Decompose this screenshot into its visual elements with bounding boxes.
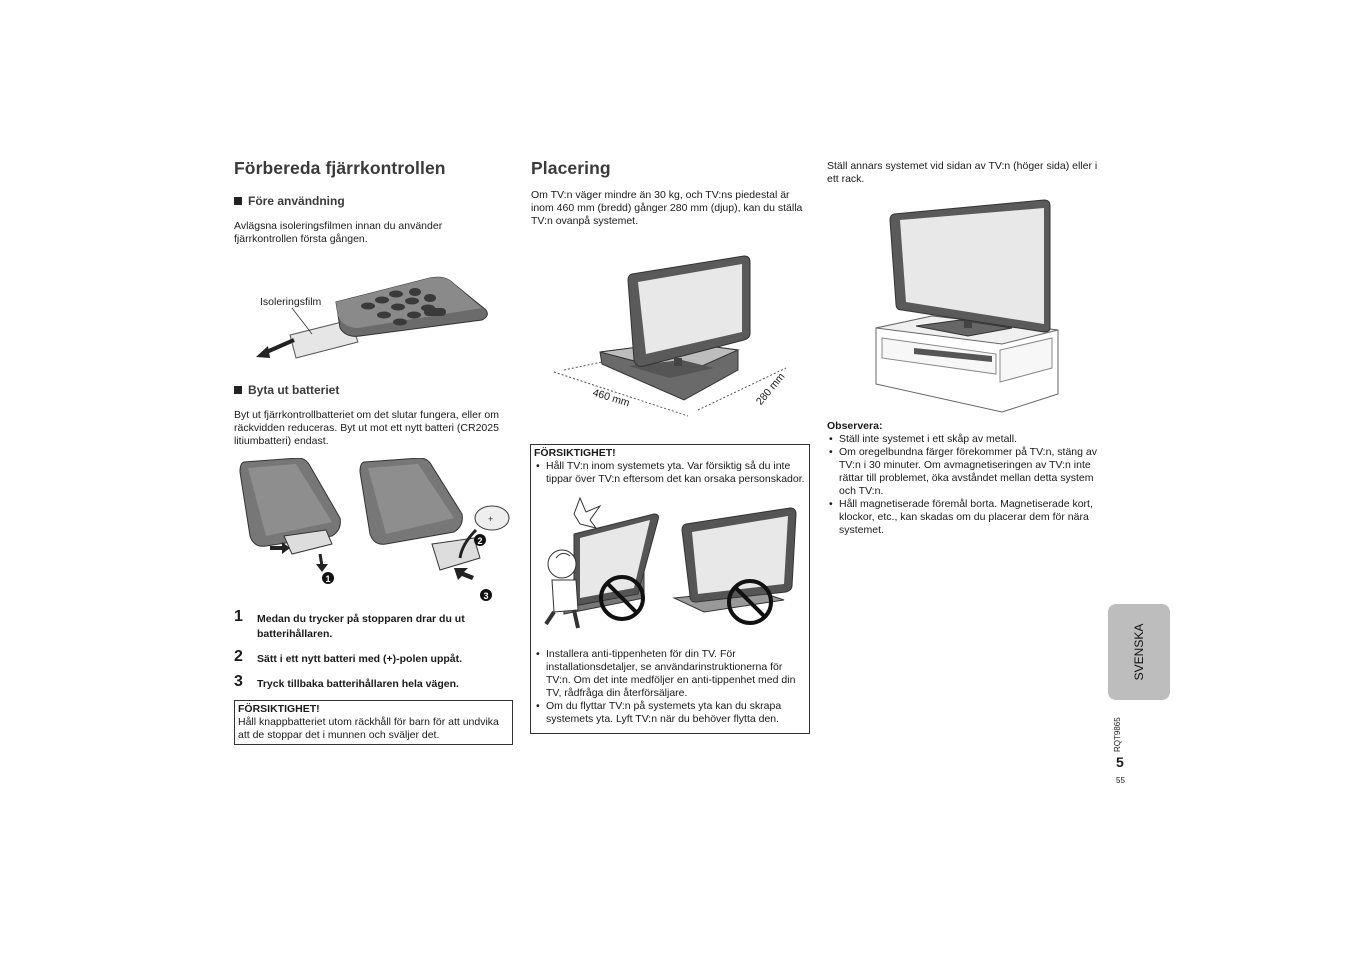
caution-item: Håll TV:n inom systemets yta. Var försik… [534, 460, 806, 486]
language-tab-label: SVENSKA [1132, 623, 1146, 681]
tv-on-system-illustration [553, 255, 787, 417]
svg-text:+: + [488, 514, 493, 524]
square-bullet-icon [234, 197, 242, 205]
prohibited-icon [727, 579, 773, 625]
tv-on-rack-illustration [875, 199, 1059, 413]
paragraph-remove-film: Avlägsna isoleringsfilmen innan du använ… [234, 220, 443, 245]
paragraph-replace-battery: Byt ut fjärrkontrollbatteriet om det slu… [234, 409, 499, 447]
step-one-marker-icon [322, 572, 334, 584]
step-three-marker-icon [480, 589, 492, 601]
step-two-marker-icon [474, 534, 486, 546]
caution-title: FÖRSIKTIGHET! [238, 703, 320, 715]
caution-item: Installera anti-tippenheten för din TV. … [534, 648, 806, 700]
caution-title: FÖRSIKTIGHET! [534, 447, 616, 459]
notes-title: Observera: [827, 420, 883, 432]
subheading-before-use: Före användning [234, 194, 345, 208]
language-tab: SVENSKA [1108, 604, 1170, 700]
page-number-small: 55 [1116, 776, 1125, 785]
page-number: 5 [1116, 754, 1124, 770]
battery-replacement-illustration: 1 + 2 3 [239, 458, 510, 601]
prohibited-icon [599, 575, 645, 621]
paragraph-alternative-placement: Ställ annars systemet vid sidan av TV:n … [827, 160, 1098, 185]
model-code: RQT9865 [1113, 717, 1122, 752]
caution-item: Om du flyttar TV:n på systemets yta kan … [534, 700, 806, 726]
square-bullet-icon [234, 386, 242, 394]
svg-text:3: 3 [483, 591, 488, 601]
note-item: Ställ inte systemet i ett skåp av metall… [827, 433, 1109, 446]
subheading-replace-battery: Byta ut batteriet [234, 383, 339, 397]
note-item: Om oregelbundna färger förekommer på TV:… [827, 446, 1109, 498]
notes-section: Observera: Ställ inte systemet i ett skå… [827, 420, 1109, 537]
label-insulation-film: Isoleringsfilm [260, 296, 322, 308]
svg-text:2: 2 [477, 536, 482, 546]
tipping-warning-illustration [544, 496, 797, 629]
caution-text: Håll knappbatteriet utom räckhåll för ba… [238, 716, 499, 741]
note-item: Håll magnetiserade föremål borta. Magnet… [827, 498, 1109, 537]
section-heading-placement: Placering [531, 158, 611, 178]
caution-box-placement: FÖRSIKTIGHET! Håll TV:n inom systemets y… [530, 444, 810, 734]
remote-film-illustration [256, 276, 488, 359]
paragraph-placement: Om TV:n väger mindre än 30 kg, och TV:ns… [531, 189, 803, 227]
caution-box-battery: FÖRSIKTIGHET! Håll knappbatteriet utom r… [234, 700, 513, 745]
section-heading-remote: Förbereda fjärrkontrollen [234, 158, 446, 178]
svg-text:1: 1 [325, 574, 330, 584]
